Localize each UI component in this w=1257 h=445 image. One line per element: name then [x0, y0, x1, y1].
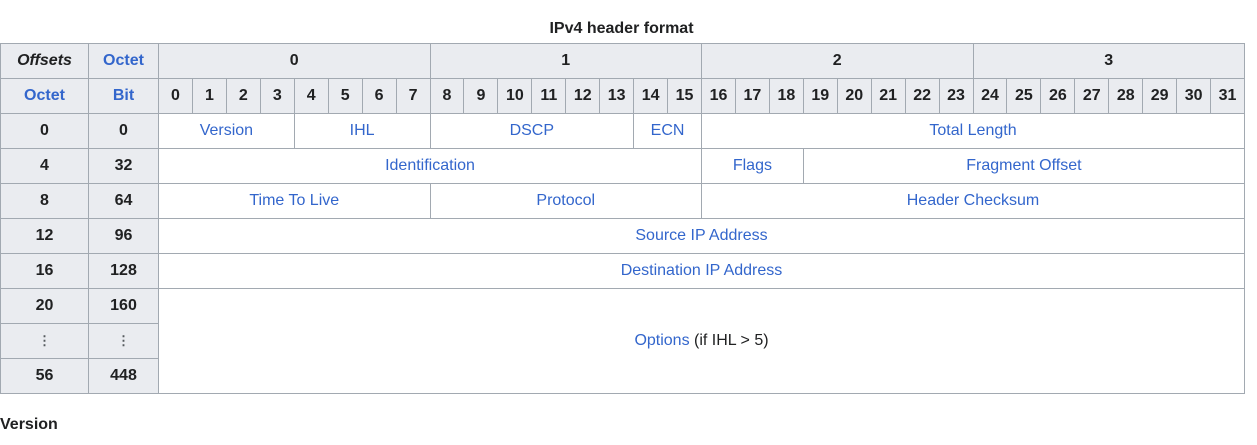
table-row: ⋮ ⋮ — [0, 323, 1245, 359]
field-version[interactable]: Version — [158, 113, 295, 149]
bit-number: 30 — [1176, 78, 1212, 114]
field-dscp[interactable]: DSCP — [429, 113, 635, 149]
bit-number: 21 — [870, 78, 906, 114]
bit-number: 12 — [565, 78, 601, 114]
bit-number: 17 — [734, 78, 770, 114]
row-bit: 128 — [88, 253, 159, 289]
row-octet: 20 — [0, 288, 89, 324]
field-source-ip[interactable]: Source IP Address — [158, 218, 1245, 254]
bit-number: 2 — [225, 78, 261, 114]
field-total-length[interactable]: Total Length — [701, 113, 1245, 149]
field-identification[interactable]: Identification — [158, 148, 702, 184]
field-ttl[interactable]: Time To Live — [158, 183, 431, 219]
table-row: 12 96 Source IP Address — [0, 218, 1245, 254]
row-bit: 448 — [88, 358, 159, 394]
bit-number: 31 — [1210, 78, 1245, 114]
bit-number: 5 — [327, 78, 363, 114]
field-destination-ip[interactable]: Destination IP Address — [158, 253, 1245, 289]
bit-number: 7 — [395, 78, 431, 114]
bit-number: 28 — [1108, 78, 1144, 114]
bit-number: 11 — [531, 78, 567, 114]
options-note: (if IHL > 5) — [689, 332, 769, 349]
row-bit: 0 — [88, 113, 159, 149]
bit-number: 27 — [1074, 78, 1110, 114]
table-row: 4 32 Identification Flags Fragment Offse… — [0, 148, 1246, 184]
bit-number: 4 — [293, 78, 329, 114]
row-octet: 56 — [0, 358, 89, 394]
row-octet: 4 — [0, 148, 89, 184]
row-bit: 96 — [88, 218, 159, 254]
field-ihl[interactable]: IHL — [293, 113, 431, 149]
table-row: 20 160 Options (if IHL > 5) — [0, 288, 1245, 394]
bit-number: 25 — [1006, 78, 1042, 114]
octet-number-3: 3 — [972, 43, 1245, 79]
table-row: 16 128 Destination IP Address — [0, 253, 1245, 289]
field-options[interactable]: Options — [634, 332, 690, 349]
bit-header[interactable]: Bit — [88, 78, 159, 114]
bit-number: 0 — [158, 78, 193, 114]
bit-number: 13 — [599, 78, 635, 114]
next-section-heading: Version — [0, 416, 58, 433]
row-octet: 16 — [0, 253, 89, 289]
field-flags[interactable]: Flags — [701, 148, 804, 184]
bit-number: 22 — [904, 78, 940, 114]
bit-number: 1 — [191, 78, 227, 114]
table-row: 8 64 Time To Live Protocol Header Checks… — [0, 183, 1245, 219]
row-bit-ellipsis: ⋮ — [88, 323, 159, 359]
bit-number: 3 — [259, 78, 295, 114]
bit-number: 8 — [429, 78, 465, 114]
bit-number: 26 — [1040, 78, 1076, 114]
bit-number: 23 — [938, 78, 974, 114]
table-caption: IPv4 header format — [549, 20, 694, 37]
field-ecn[interactable]: ECN — [633, 113, 702, 149]
bit-number: 15 — [667, 78, 702, 114]
bit-number: 20 — [836, 78, 872, 114]
octet-number-2: 2 — [701, 43, 974, 79]
bit-number: 10 — [497, 78, 533, 114]
row-bit: 32 — [88, 148, 159, 184]
bit-number: 29 — [1142, 78, 1178, 114]
offsets-header: Offsets — [0, 43, 89, 79]
bit-number: 18 — [768, 78, 804, 114]
bit-number: 19 — [802, 78, 838, 114]
row-bit: 64 — [88, 183, 159, 219]
bit-number: 24 — [972, 78, 1008, 114]
row-octet-ellipsis: ⋮ — [0, 323, 89, 359]
row-octet: 12 — [0, 218, 89, 254]
bit-number: 6 — [361, 78, 397, 114]
row-octet: 8 — [0, 183, 89, 219]
field-fragment-offset[interactable]: Fragment Offset — [802, 148, 1246, 184]
bit-number: 14 — [633, 78, 669, 114]
bit-number: 9 — [463, 78, 499, 114]
octet-header[interactable]: Octet — [88, 43, 159, 79]
octet-subheader[interactable]: Octet — [0, 78, 89, 114]
octet-header-row: Offsets Octet 0 1 2 3 — [0, 43, 1245, 79]
octet-number-0: 0 — [158, 43, 431, 79]
field-header-checksum[interactable]: Header Checksum — [701, 183, 1245, 219]
field-protocol[interactable]: Protocol — [429, 183, 702, 219]
field-options-cell: Options (if IHL > 5) — [158, 288, 1245, 394]
table-row: 0 0 Version IHL DSCP ECN Total Length — [0, 113, 1245, 149]
row-bit: 160 — [88, 288, 159, 324]
octet-number-1: 1 — [429, 43, 702, 79]
bit-number: 16 — [701, 78, 736, 114]
cropped-preceding-text — [0, 0, 1257, 5]
row-octet: 0 — [0, 113, 89, 149]
table-row: 56 448 — [0, 358, 1245, 394]
